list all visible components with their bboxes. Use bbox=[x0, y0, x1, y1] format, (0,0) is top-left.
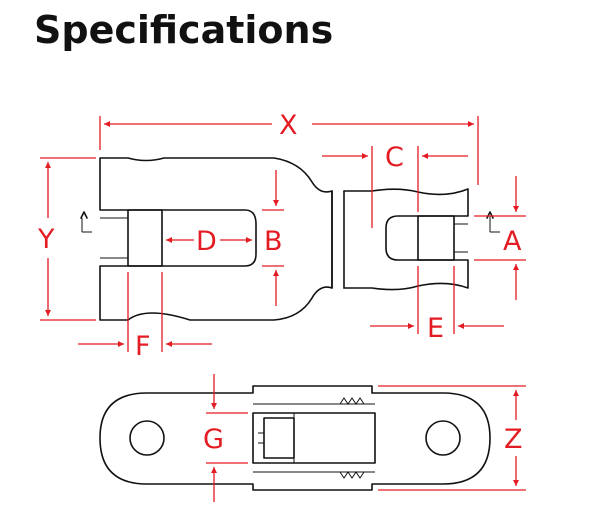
label-g: G bbox=[203, 424, 224, 455]
dimension-c: C bbox=[322, 142, 468, 228]
label-y: Y bbox=[37, 224, 55, 255]
dimension-a: A bbox=[474, 176, 526, 300]
left-knuckle-pin bbox=[127, 209, 163, 267]
right-knuckle-pin bbox=[417, 215, 455, 261]
left-clevis-outline bbox=[99, 157, 333, 321]
label-f: F bbox=[135, 331, 151, 362]
bottom-view-link bbox=[99, 385, 491, 491]
right-eye-hole bbox=[425, 420, 461, 456]
label-x: X bbox=[279, 110, 298, 141]
dimension-z: Z bbox=[378, 385, 526, 491]
label-b: B bbox=[264, 226, 283, 257]
dimension-b: B bbox=[262, 170, 284, 306]
left-eye-hole bbox=[129, 420, 165, 456]
page-title: Specifications bbox=[34, 8, 334, 52]
dimension-g: G bbox=[203, 374, 248, 502]
label-z: Z bbox=[504, 424, 523, 455]
dimension-e: E bbox=[370, 266, 504, 344]
label-c: C bbox=[385, 142, 404, 173]
label-e: E bbox=[427, 313, 444, 344]
label-a: A bbox=[503, 226, 522, 257]
dimension-d: D bbox=[166, 226, 252, 257]
top-view-link bbox=[80, 157, 500, 321]
dimension-f: F bbox=[78, 272, 212, 362]
label-d: D bbox=[196, 226, 217, 257]
side-link-outline bbox=[99, 385, 491, 491]
dimension-x: X bbox=[99, 110, 479, 185]
dimension-y: Y bbox=[37, 157, 96, 321]
